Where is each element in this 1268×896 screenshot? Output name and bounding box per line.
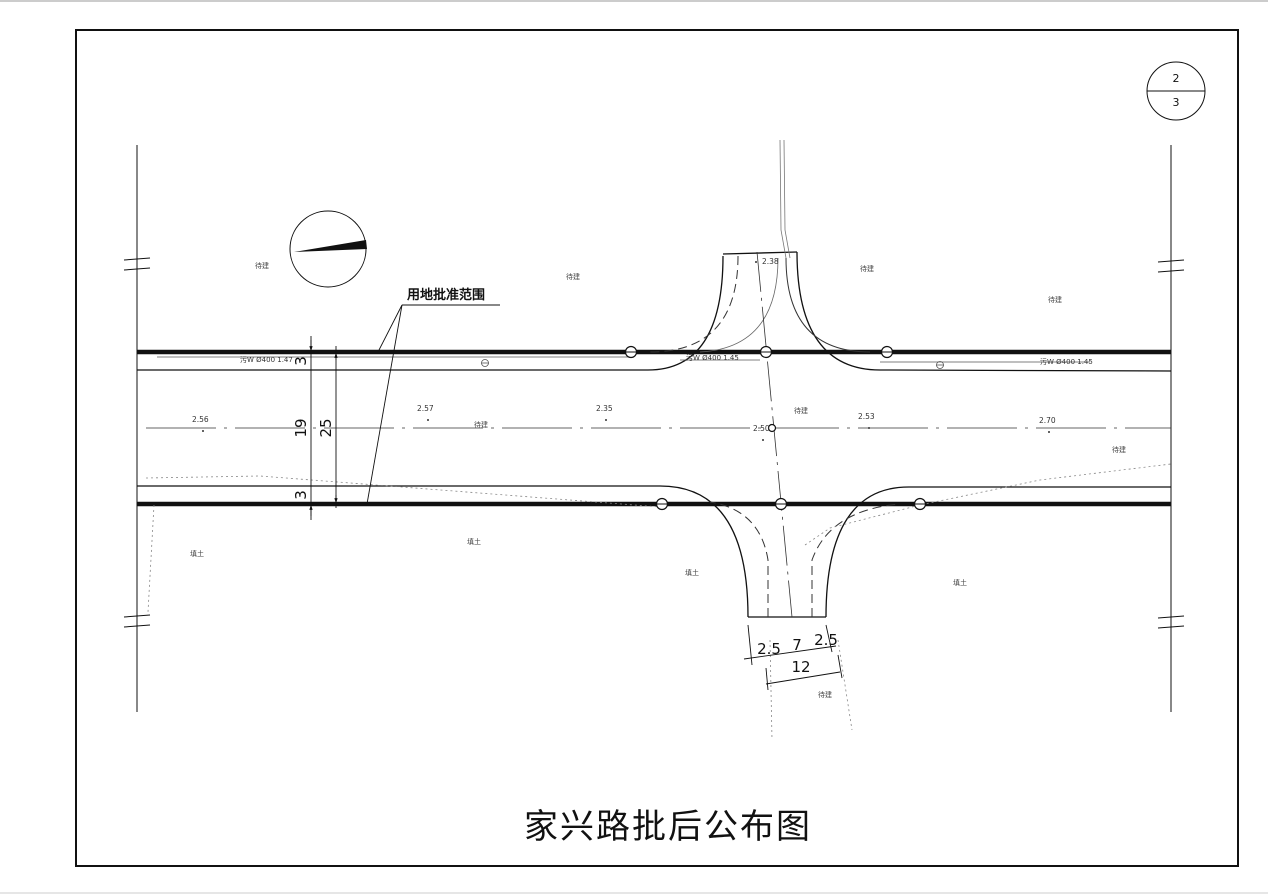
dim-vertical-top: 3 — [292, 356, 310, 366]
elevation-label: 2.70 — [1039, 416, 1056, 425]
pipe-label-right: 污W Ø400 1.45 — [1040, 358, 1093, 366]
sheet-number: 2 — [1173, 72, 1180, 85]
road-edges — [137, 251, 1172, 618]
elevation-label: 2.35 — [596, 404, 613, 413]
dim-horizontal-left: 2.5 — [757, 640, 781, 658]
land-label-pending: 待建 — [474, 420, 488, 429]
dim-vertical-total: 25 — [317, 418, 335, 437]
dim-horizontal-total: 12 — [791, 658, 810, 676]
elevation-label: 2.50 — [753, 424, 770, 433]
horizontal-dimensions — [743, 624, 843, 691]
dim-horizontal-middle: 7 — [792, 636, 802, 654]
land-label-pending: 待建 — [566, 272, 580, 281]
land-label-pending: 待建 — [1048, 295, 1062, 304]
land-label-fill: 填土 — [190, 549, 204, 558]
approval-scope-label: 用地批准范围 — [406, 287, 485, 303]
elevation-points — [202, 261, 1050, 441]
dim-horizontal-right: 2.5 — [814, 631, 838, 649]
fill-boundary — [145, 463, 1172, 741]
land-labels: 待建 待建 待建 待建 待建 待建 待建 待建 填土 填土 填土 填土 — [190, 261, 1126, 699]
elevation-label: 2.56 — [192, 415, 209, 424]
left-break-line — [123, 145, 151, 712]
dim-vertical-road: 19 — [292, 418, 310, 437]
pipeline — [157, 356, 1090, 369]
land-label-fill: 填土 — [467, 537, 481, 546]
pipe-label-left: 污W Ø400 1.47 — [240, 356, 293, 364]
land-label-pending: 待建 — [255, 261, 269, 270]
north-arrow-icon — [289, 210, 367, 288]
land-label-pending: 待建 — [1112, 445, 1126, 454]
land-label-fill: 填土 — [685, 568, 699, 577]
sheet-number-badge: 2 3 — [1146, 61, 1206, 121]
land-label-pending: 待建 — [818, 690, 832, 699]
pipe-label-middle: 污W Ø400 1.45 — [686, 354, 739, 362]
land-label-pending: 待建 — [860, 264, 874, 273]
scope-leader — [366, 304, 500, 505]
elevation-label: 2.53 — [858, 412, 875, 421]
right-break-line — [1157, 145, 1185, 712]
land-label-pending: 待建 — [794, 406, 808, 415]
sheet-total: 3 — [1173, 96, 1180, 109]
elevation-label: 2.38 — [762, 257, 779, 266]
elevation-label: 2.57 — [417, 404, 434, 413]
drawing-frame — [75, 29, 1239, 867]
marker-point — [767, 423, 777, 433]
drawing-title: 家兴路批后公布图 — [524, 807, 812, 847]
land-label-fill: 填土 — [953, 578, 967, 587]
vertical-dimensions — [303, 336, 338, 520]
dim-vertical-bottom: 3 — [292, 490, 310, 500]
intersection-lanes — [649, 139, 901, 617]
crossroad-centerline — [756, 251, 793, 618]
